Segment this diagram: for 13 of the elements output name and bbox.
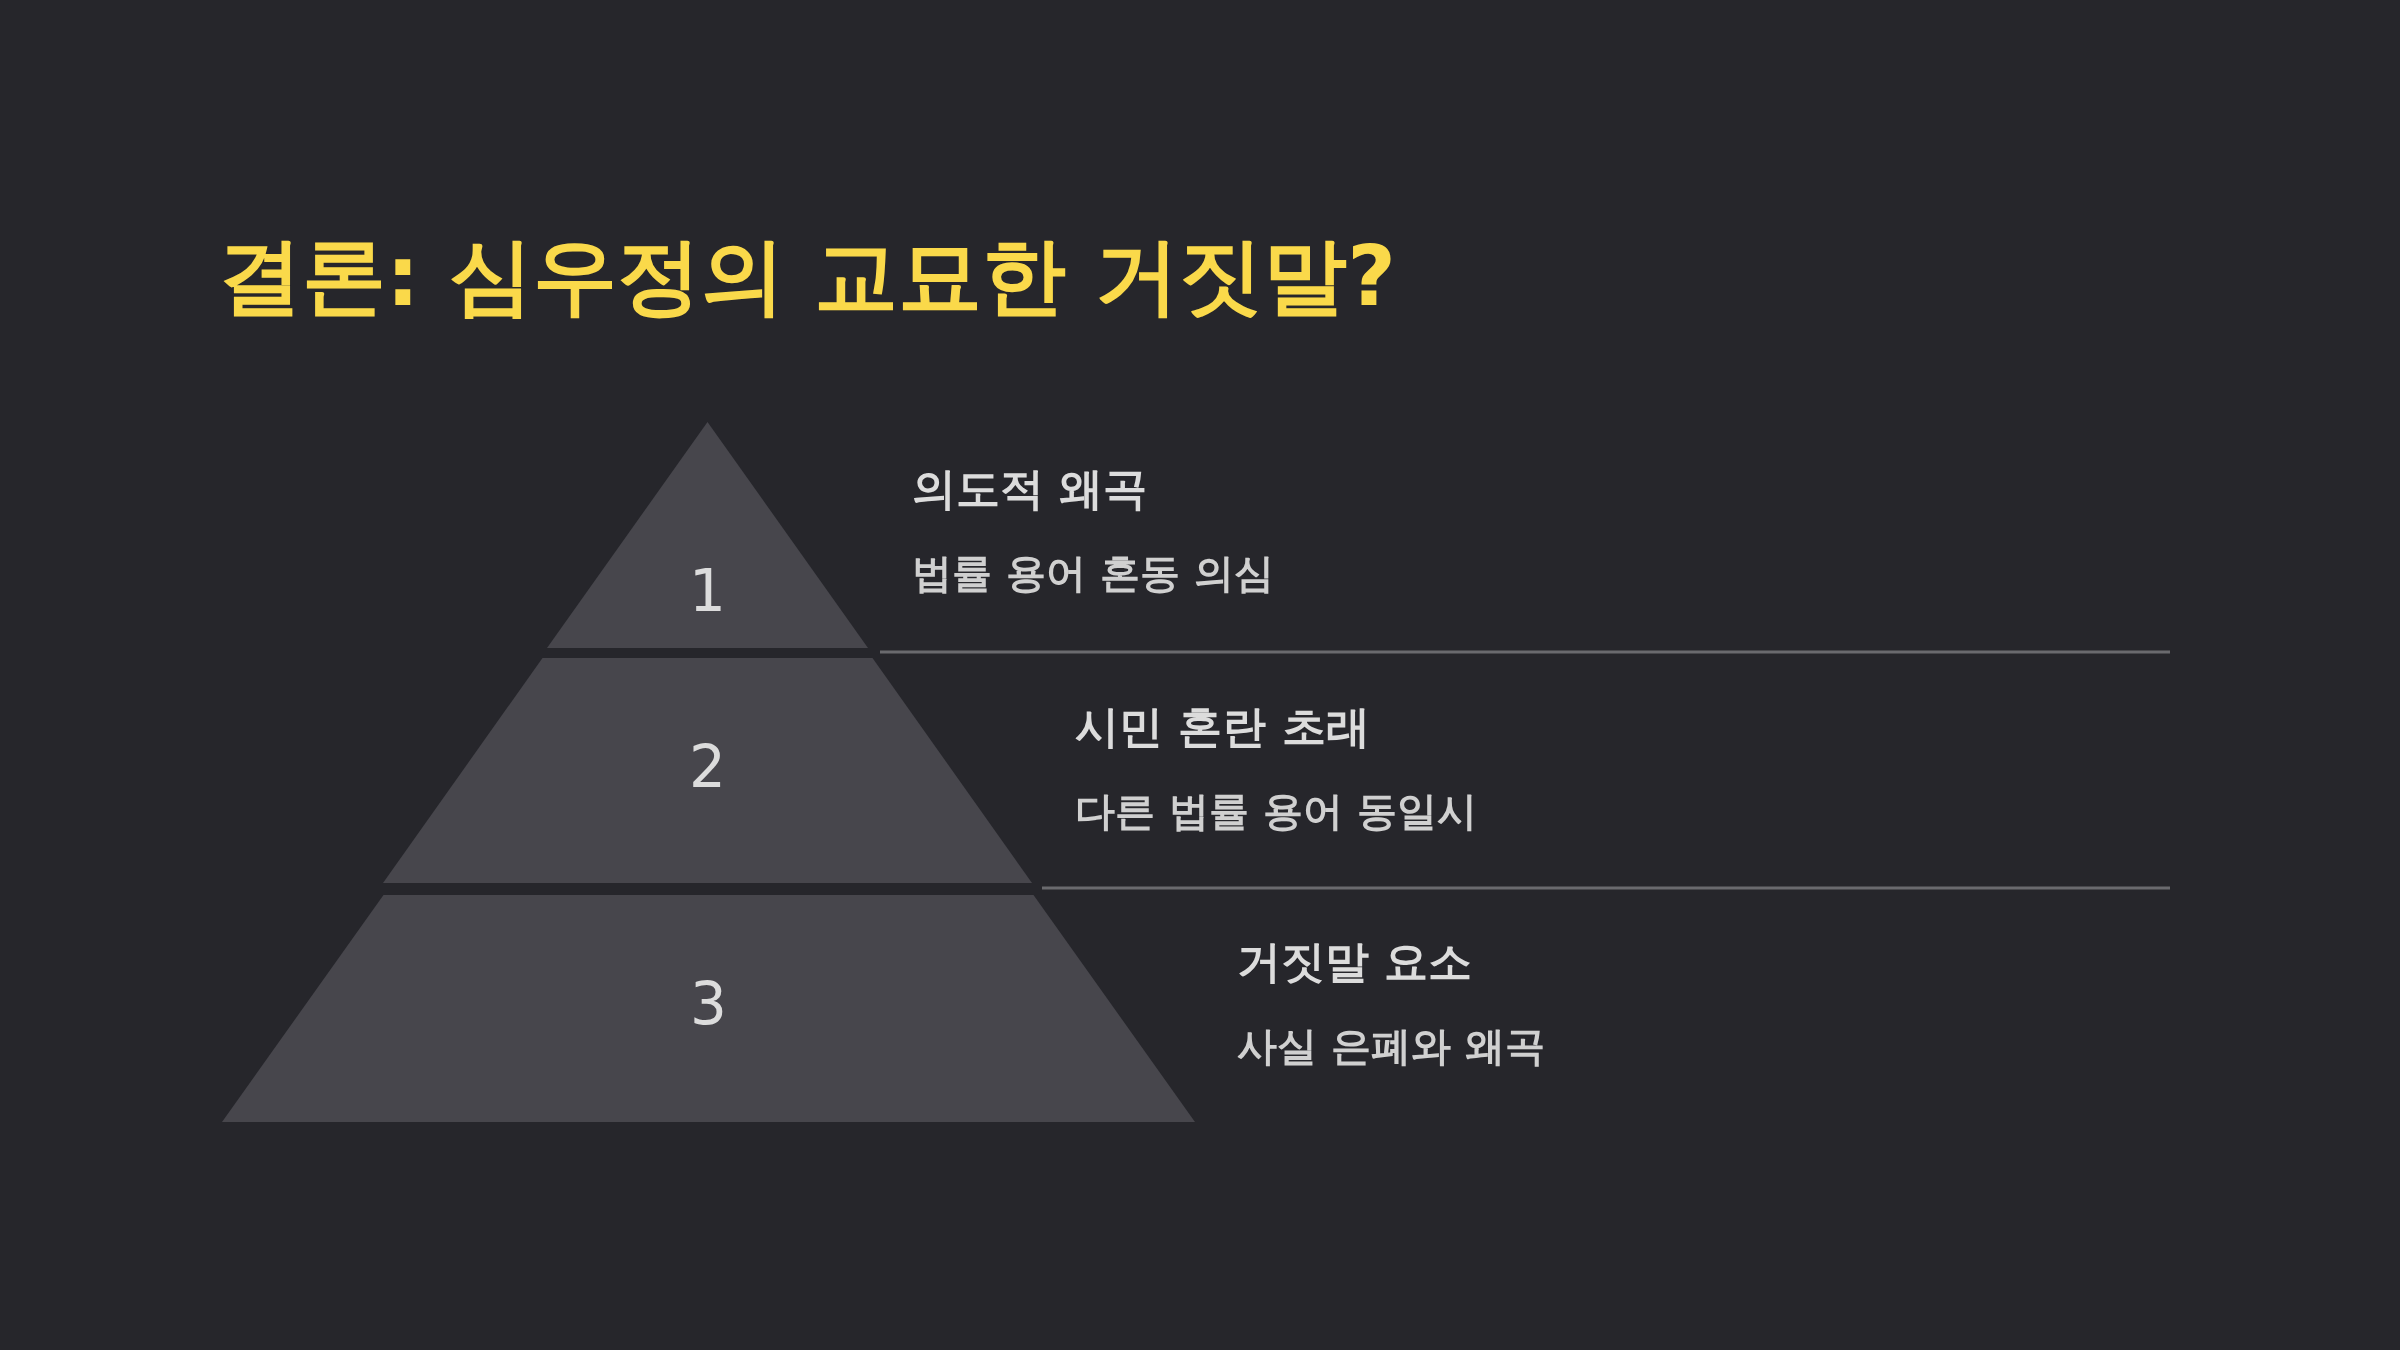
tier-number: 2	[688, 738, 727, 796]
title: 결론: 심우정의 교묘한 거짓말?	[218, 226, 1397, 327]
tier-heading: 시민 혼란 초래	[1075, 700, 1370, 754]
tier-description: 다른 법률 용어 동일시	[1075, 787, 1477, 836]
tier-number: 3	[689, 975, 728, 1033]
pyramid-tier	[383, 658, 1032, 883]
pyramid-tier	[222, 895, 1195, 1122]
tier-description: 법률 용어 혼동 의심	[912, 549, 1274, 598]
pyramid-tier	[547, 422, 868, 648]
tier-description: 사실 은폐와 왜곡	[1237, 1022, 1545, 1071]
tier-heading: 의도적 왜곡	[912, 462, 1148, 516]
tier-heading: 거짓말 요소	[1237, 935, 1473, 989]
tier-number: 1	[688, 562, 727, 620]
